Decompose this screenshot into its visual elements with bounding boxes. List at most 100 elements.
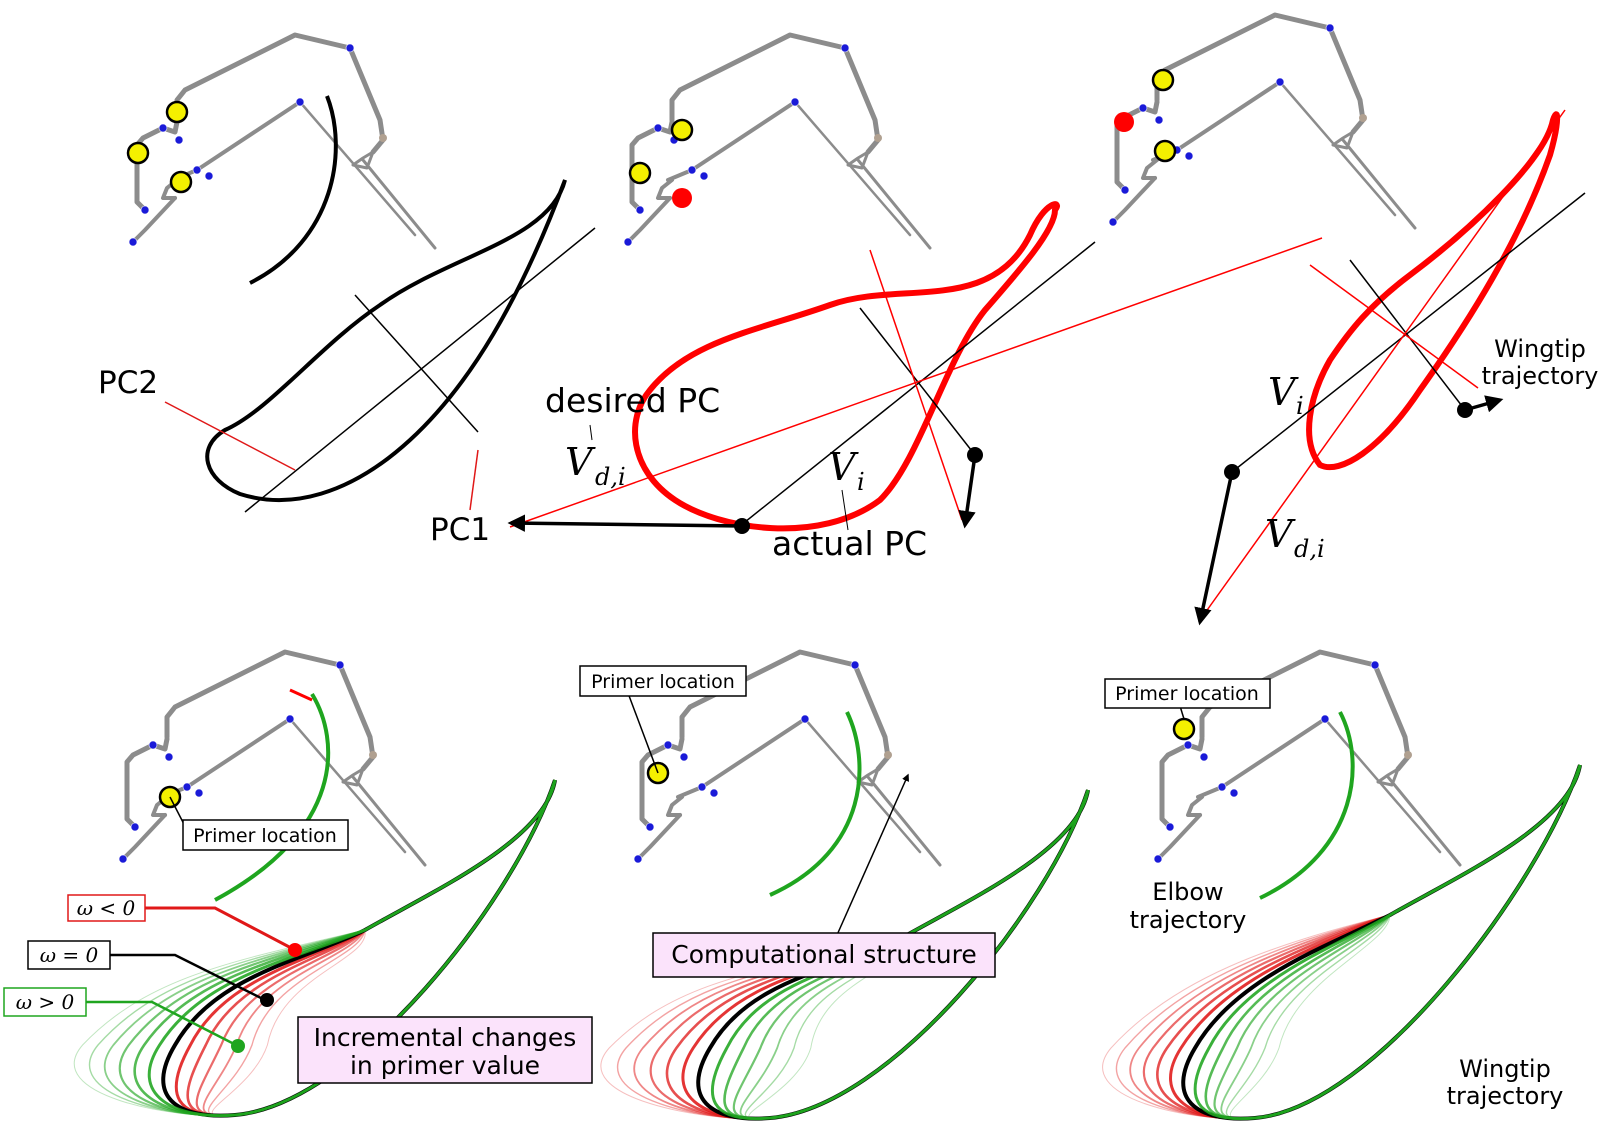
actual-pc2-axis <box>1349 259 1466 411</box>
vd-right-symbol: V <box>1265 512 1296 556</box>
primer-marker <box>165 100 189 124</box>
omega-negative-dot <box>288 943 302 957</box>
wing-skeleton <box>129 35 435 248</box>
primer-location-box <box>579 665 747 697</box>
vi-arrow <box>958 454 977 529</box>
vector-origin-dot <box>1457 402 1473 418</box>
vi-right-subscript: i <box>1296 392 1304 420</box>
omega-negative-leader <box>145 906 296 952</box>
pc1-leader <box>469 449 479 511</box>
pc2-label: PC2 <box>98 365 158 401</box>
omega-zero-leader <box>110 953 266 1002</box>
wingtip-label-line2: trajectory <box>1447 1082 1564 1110</box>
vi-subscript: i <box>857 468 865 496</box>
vector-origin-dot <box>967 447 983 463</box>
panel-bottom-middle: Primer location Computational structure <box>579 652 1090 1121</box>
primer-marker <box>126 141 150 165</box>
primer-location-label: Primer location <box>193 825 337 847</box>
vi-symbol: V <box>828 445 859 489</box>
actual-pc-label: actual PC <box>772 524 927 563</box>
primer-marker <box>670 118 694 142</box>
vd-arrow <box>507 514 743 532</box>
omega-negative-label: ω < 0 <box>77 896 136 920</box>
vd-right-subscript: d,i <box>1294 535 1325 563</box>
computational-structure-callout <box>652 932 996 978</box>
structure-leader <box>836 773 909 936</box>
desired-pc2-axis <box>869 249 963 521</box>
vd-symbol: V <box>565 440 596 484</box>
origin-dot <box>734 518 750 534</box>
elbow-label-line1: Elbow <box>1152 878 1223 906</box>
computational-structure-label: Computational structure <box>671 940 977 969</box>
trajectory-family <box>73 779 557 1118</box>
pc2-axis <box>354 294 479 433</box>
vd-arrow <box>1194 471 1234 626</box>
incremental-changes-callout <box>297 1016 593 1084</box>
positive-primer-trajectory <box>1225 764 1581 1120</box>
primer-marker <box>1151 68 1175 92</box>
panel-top-middle: desired PC V d,i V i actual PC <box>507 35 1323 563</box>
wingtip-label-line1: Wingtip <box>1494 335 1586 363</box>
omega-negative-box <box>67 894 146 922</box>
omega-zero-box <box>27 940 111 970</box>
omega-positive-box <box>3 987 87 1017</box>
selected-primer-marker <box>1114 112 1134 132</box>
positive-primer-trajectory <box>73 779 556 1117</box>
incremental-line2: in primer value <box>350 1051 540 1080</box>
positive-primer-trajectory <box>1220 764 1581 1120</box>
positive-primer-trajectory <box>1229 764 1581 1120</box>
primer-marker <box>628 161 652 185</box>
positive-primer-trajectory <box>744 789 1089 1120</box>
wing-skeleton <box>1109 15 1415 228</box>
wing-skeleton <box>624 35 930 248</box>
wingtip-trajectory-red <box>1306 111 1561 471</box>
omega-positive-label: ω > 0 <box>16 990 75 1014</box>
elbow-trajectory-green <box>214 692 331 902</box>
primer-location-label: Primer location <box>1115 683 1259 705</box>
primer-leader <box>627 692 659 774</box>
elbow-label-line2: trajectory <box>1130 906 1247 934</box>
panel-top-left: PC2 PC1 <box>98 35 596 548</box>
wingtip-trajectory <box>205 179 567 502</box>
positive-primer-trajectory <box>88 779 556 1117</box>
primer-marker <box>1153 139 1177 163</box>
desired-pc-label: desired PC <box>545 381 720 420</box>
incremental-line1: Incremental changes <box>314 1023 577 1052</box>
origin-dot <box>1224 464 1240 480</box>
trajectory-family <box>1102 764 1582 1121</box>
desired-pc2-axis <box>1309 264 1479 389</box>
panel-bottom-left: Primer location ω < 0 ω = 0 ω > 0 Increm… <box>3 652 593 1118</box>
vd-subscript: d,i <box>595 463 626 491</box>
actual-pc-leader <box>841 489 849 531</box>
positive-primer-trajectory <box>748 789 1089 1120</box>
elbow-trajectory-red <box>289 688 313 702</box>
primer-location-label: Primer location <box>591 671 735 693</box>
omega-zero-label: ω = 0 <box>40 943 99 967</box>
positive-primer-trajectory <box>739 789 1089 1120</box>
elbow-trajectory-green <box>1259 711 1355 900</box>
primer-location-box <box>182 819 349 851</box>
primer-marker <box>1172 717 1196 741</box>
elbow-trajectory <box>249 95 338 285</box>
elbow-trajectory-green <box>769 711 862 897</box>
omega-positive-leader <box>86 1000 239 1048</box>
desired-pc-axis <box>509 237 1323 528</box>
actual-pc-axis <box>1231 192 1586 473</box>
trajectory-family <box>600 789 1090 1121</box>
desired-pc-axis <box>1199 109 1566 621</box>
positive-primer-trajectory <box>104 779 556 1117</box>
selected-primer-marker <box>672 188 692 208</box>
pc1-label: PC1 <box>430 512 490 548</box>
wingtip-label-line2: trajectory <box>1482 362 1599 390</box>
primer-marker <box>169 170 193 194</box>
omega-positive-dot <box>231 1039 245 1053</box>
panel-top-right: V i V d,i Wingtip trajectory <box>1109 15 1599 626</box>
pc1-axis <box>244 227 596 513</box>
vi-right-symbol: V <box>1268 370 1299 414</box>
actual-pc-axis <box>739 241 1096 527</box>
panel-bottom-right: Primer location Elbow trajectory Wingtip… <box>1102 652 1582 1121</box>
desired-pc-leader <box>589 424 593 441</box>
wingtip-label-line1: Wingtip <box>1459 1055 1551 1083</box>
pc2-leader <box>164 401 296 471</box>
